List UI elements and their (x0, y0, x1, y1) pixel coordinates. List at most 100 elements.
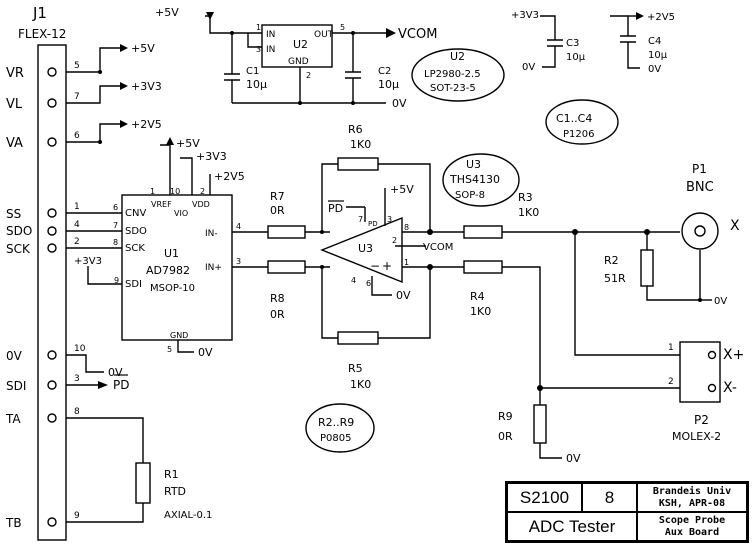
j1-pin-3: 3 (74, 374, 80, 384)
u2-pin-5: 5 (340, 23, 345, 32)
r2-ref: R2 (604, 254, 619, 267)
u3-pd-inner: PD (368, 220, 378, 228)
c4-gnd-label: 0V (648, 64, 661, 75)
u1-ref: U1 (164, 247, 179, 260)
r2-value: 51R (604, 272, 626, 285)
title-project: S2100 (507, 483, 582, 512)
u3-pin-2: 2 (392, 236, 397, 245)
p1-type: BNC (686, 180, 714, 195)
r8-value: 0R (270, 308, 285, 321)
u2-pin-1: 1 (256, 23, 261, 32)
u2-pin-2: 2 (306, 71, 311, 80)
u1-5v-label: +5V (176, 137, 200, 150)
u3-pin-3: 3 (387, 215, 392, 224)
j1-pin-1: 1 (74, 202, 80, 212)
u3-pin-4: 4 (351, 276, 356, 285)
u1-pin-sdi: SDI (125, 279, 142, 290)
j1-pin-2: 2 (74, 237, 80, 247)
title-subtitle-1: Scope Probe (658, 514, 726, 526)
u1-sdi-rail: +3V3 (74, 256, 102, 267)
r6-value: 1K0 (350, 138, 371, 151)
c4-ref: C4 (648, 36, 661, 47)
p2-type: MOLEX-2 (672, 430, 721, 443)
p2-net-1: X+ (723, 347, 744, 363)
j1-pins (47, 67, 57, 527)
u1-gnd-label: 0V (198, 346, 213, 359)
r1-ref: R1 (164, 468, 179, 481)
c1-value: 10µ (246, 78, 267, 91)
u2-pin-out: OUT (314, 30, 334, 40)
u1-pin-num-4: 4 (236, 222, 241, 231)
c3-value: 10µ (566, 52, 586, 63)
u1-part: AD7982 (146, 264, 190, 277)
title-main: ADC Tester (507, 512, 637, 541)
u3-5v-label: +5V (390, 183, 414, 196)
amp-wiring (232, 163, 464, 339)
r3-value: 1K0 (518, 206, 539, 219)
opamp-u3: +5V PD PD 7 3 8 4 1 6 2 U3 VCOM 0V − + (320, 183, 453, 302)
c1-ref: C1 (246, 66, 259, 77)
c3-gnd-label: 0V (522, 62, 535, 73)
connector-p1-bnc: P1 BNC X (681, 162, 740, 250)
title-org: Brandeis Univ (652, 485, 732, 497)
r7-value: 0R (270, 204, 285, 217)
j1-pin-10: 10 (74, 344, 86, 354)
j1-pin-6: 6 (74, 131, 80, 141)
u2-ref: U2 (293, 38, 308, 51)
c3-ref: C3 (566, 38, 579, 49)
resistor-r8: R8 0R (267, 260, 306, 321)
r7-ref: R7 (270, 190, 285, 203)
u1-3v3-label: +3V3 (196, 150, 227, 163)
u1-pin-in-neg: IN- (205, 229, 218, 239)
u3-ref: U3 (358, 242, 373, 255)
u3-pd-pin: PD (328, 202, 343, 215)
connector-j1: J1 FLEX-12 VR VL VA SS SDO SCK 0V SDI TA… (5, 4, 86, 541)
u1-pin-num-2: 2 (200, 187, 205, 196)
u2-pin-gnd: GND (288, 57, 309, 67)
r-note-ref: R2..R9 (318, 416, 354, 429)
u1-pin-num-5: 5 (167, 345, 172, 354)
u3-pin-8: 8 (404, 223, 409, 232)
u1-pin-num-7: 7 (113, 221, 118, 230)
u3-minus: − (370, 259, 380, 273)
adc-u1: +5V +3V3 +2V5 1 10 2 VREF VIO VDD 6 7 8 … (74, 137, 245, 359)
p1-net: X (730, 218, 740, 234)
j1-label-sck: SCK (6, 242, 31, 256)
sdi-pd-label: PD (113, 378, 129, 392)
r8-ref: R8 (270, 292, 285, 305)
j1-gnd-label: 0V (108, 366, 123, 379)
c4-rail-label: +2V5 (647, 12, 675, 23)
u2-note-cloud: U2 LP2980-2.5 SOT-23-5 (411, 48, 505, 102)
j1-body (37, 44, 67, 541)
title-author-date: KSH, APR-08 (658, 497, 726, 509)
j1-type: FLEX-12 (18, 27, 66, 41)
u3-pin-6: 6 (366, 279, 371, 288)
title-subtitle: Scope Probe Aux Board (637, 512, 747, 541)
bnc-gnd-label: 0V (714, 296, 727, 307)
j1-label-0v: 0V (6, 349, 23, 363)
caps-note-ref: C1..C4 (556, 112, 592, 125)
u2-gnd-label: 0V (392, 97, 407, 110)
r5-value: 1K0 (350, 378, 371, 391)
u2-note-ref: U2 (450, 50, 465, 63)
c2-ref: C2 (378, 66, 391, 77)
u3-pin-7: 7 (358, 215, 363, 224)
resistor-r7: R7 0R (267, 190, 306, 239)
j1-pin-7: 7 (74, 92, 80, 102)
c3-rail-label: +3V3 (511, 10, 539, 21)
caps-note-cloud: C1..C4 P1206 (545, 99, 619, 145)
j1-pin-8: 8 (74, 407, 80, 417)
j1-label-tb: TB (5, 516, 22, 530)
title-sheet: 8 (582, 483, 637, 512)
vl-rail-label: +3V3 (131, 80, 162, 93)
u1-pin-num-6: 6 (113, 203, 118, 212)
j1-label-ta: TA (5, 412, 21, 426)
u3-note-pkg: SOP-8 (455, 190, 485, 201)
connector-p2-molex: 1 2 X+ X- P2 MOLEX-2 (668, 341, 744, 443)
p2-net-2: X- (723, 380, 737, 396)
title-block: S2100 8 Brandeis Univ KSH, APR-08 ADC Te… (505, 481, 749, 543)
u2-note-part: LP2980-2.5 (424, 69, 481, 80)
u2-vcom-label: VCOM (398, 27, 437, 42)
u1-pin-num-8: 8 (113, 238, 118, 247)
